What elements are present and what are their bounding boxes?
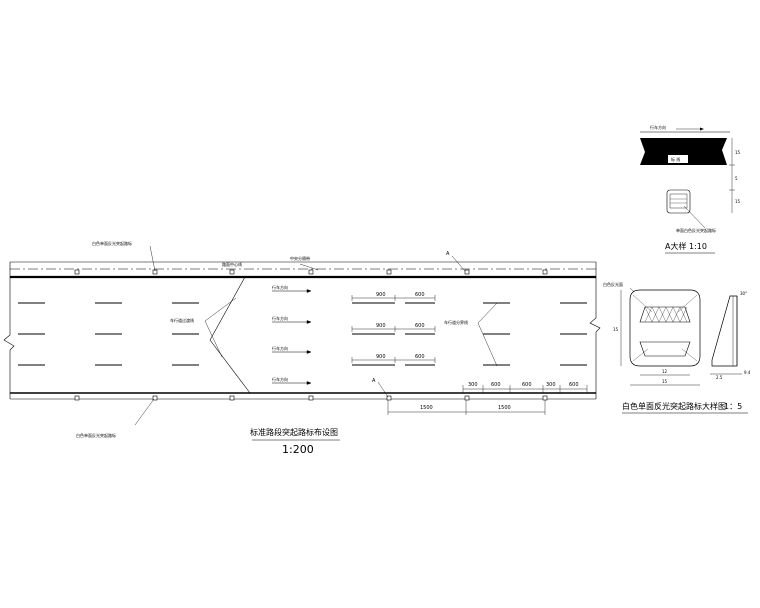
svg-text:9.4: 9.4 <box>744 370 751 375</box>
road-plan <box>3 261 601 400</box>
dim-gap-3: 600 <box>415 354 425 360</box>
stud-reflector-label: 白色反光面 <box>603 281 623 287</box>
dim-lines <box>351 295 436 363</box>
svg-text:行车方向: 行车方向 <box>272 315 288 321</box>
road-studs-bottom <box>74 395 548 401</box>
dim-dash-2: 900 <box>376 323 386 329</box>
dim-bottom-2: 600 <box>491 382 501 388</box>
dim-dash-3: 900 <box>376 354 386 360</box>
svg-text:标 线: 标 线 <box>671 156 680 162</box>
dim-bottom-5: 600 <box>569 382 579 388</box>
label-lane-change-line: 车行道过渡线 <box>170 317 194 323</box>
stud-detail-scale: 1：5 <box>724 402 742 411</box>
dim-span-2: 1500 <box>498 405 511 411</box>
dim-gap-1: 600 <box>415 292 425 298</box>
dim-bottom-3: 600 <box>522 382 532 388</box>
lane-dashes <box>18 302 587 366</box>
label-stud-top: 白色单面反光突起路标 <box>92 240 132 246</box>
detail-a-title: A大样 1:10 <box>665 241 707 251</box>
stud-detail: 白色反光面 15 12 15 30° 2.5 9.4 <box>603 281 751 414</box>
direction-arrows: 行车方向 行车方向 行车方向 行车方向 <box>272 284 312 385</box>
section-mark-top: A <box>446 251 450 257</box>
svg-text:15: 15 <box>735 150 741 155</box>
svg-text:12: 12 <box>662 369 668 374</box>
svg-text:行车方向: 行车方向 <box>650 124 666 130</box>
svg-text:30°: 30° <box>740 291 747 296</box>
svg-text:15: 15 <box>613 327 619 332</box>
dim-gap-2: 600 <box>415 323 425 329</box>
svg-text:15: 15 <box>735 199 741 204</box>
label-stud-bottom: 白色单面反光突起路标 <box>76 432 116 438</box>
detail-a: 行车方向 标 线 15 5 15 单面白色反光突起路标 A大样 1:10 <box>640 124 741 254</box>
dim-bottom-4: 300 <box>546 382 556 388</box>
svg-text:单面白色反光突起路标: 单面白色反光突起路标 <box>676 227 716 233</box>
plan-title: 标准路段突起路标布设图 <box>250 427 338 437</box>
svg-text:行车方向: 行车方向 <box>272 284 288 290</box>
svg-text:行车方向: 行车方向 <box>272 376 288 382</box>
dim-bottom-1: 300 <box>468 382 478 388</box>
dim-dash-1: 900 <box>376 292 386 298</box>
stud-detail-title: 白色单面反光突起路标大样图 <box>622 401 726 411</box>
svg-text:2.5: 2.5 <box>716 375 723 380</box>
transition-line <box>209 276 246 341</box>
section-mark-bottom: A <box>372 378 376 384</box>
label-median-edge: 中央分隔带 <box>290 255 310 261</box>
label-lane-divider: 车行道分界线 <box>444 319 468 325</box>
svg-text:5: 5 <box>735 176 738 181</box>
svg-text:行车方向: 行车方向 <box>272 345 288 351</box>
svg-text:15: 15 <box>662 379 668 384</box>
plan-scale: 1:200 <box>282 443 314 456</box>
label-road-center: 路面中心线 <box>222 261 242 267</box>
road-studs-top <box>74 269 548 275</box>
dim-span-1: 1500 <box>420 405 433 411</box>
